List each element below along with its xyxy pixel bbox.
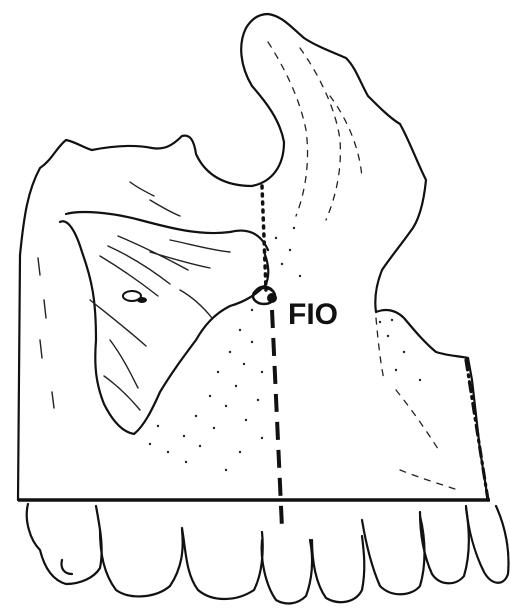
- hatching-lines: [38, 182, 230, 410]
- vertical-measurement-line: [262, 186, 282, 528]
- zygomatic-process-outline: [60, 221, 268, 434]
- malar-ridge-line: [66, 212, 268, 250]
- tooth-3: [182, 528, 263, 599]
- maxilla-outline: [18, 14, 488, 500]
- zygomatic-foramen: [123, 291, 147, 303]
- tooth-6: [362, 516, 425, 594]
- teeth-row: [27, 504, 509, 603]
- tooth-4: [262, 540, 312, 603]
- foramen-label: FIO: [288, 298, 338, 331]
- tooth-2: [100, 530, 183, 596]
- tooth-5: [312, 536, 364, 602]
- tooth-detail: [61, 560, 72, 574]
- tooth-8: [466, 506, 509, 583]
- posterior-reference-line: [466, 360, 488, 500]
- frontal-process-contours: [268, 42, 458, 490]
- tooth-7: [420, 508, 469, 583]
